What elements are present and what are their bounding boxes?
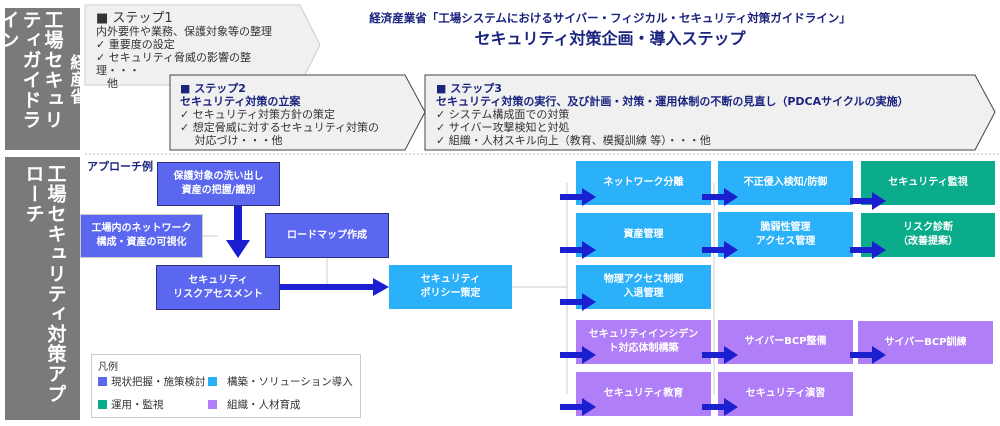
step3-shape: [424, 74, 996, 151]
step2-item: ✓ セキュリティ対策方針の策定: [180, 108, 336, 121]
step3-heading: セキュリティ対策の実行、及び計画・対策・運用体制の不断の見直し（PDCAサイクル…: [436, 95, 909, 108]
legend-swatch: [208, 400, 217, 409]
box-protect: 保護対象の洗い出し 資産の把握/識別: [157, 162, 280, 206]
box-asset-management: 資産管理: [576, 213, 711, 257]
guideline-org: 経産省: [67, 53, 87, 105]
guideline-title: 工場セキュリティガイドライン: [0, 10, 64, 130]
legend-item: 現状把握・施策検討: [98, 374, 206, 389]
box-risk-diagnosis: リスク診断 （改善提案）: [861, 213, 995, 257]
box-physical-access: 物理アクセス制御 入退管理: [576, 265, 711, 309]
step2: ■ ステップ2 セキュリティ対策の立案 ✓ セキュリティ対策方針の策定 ✓ 想定…: [172, 78, 407, 151]
step1-item: ✓ 重要度の設定: [96, 38, 175, 51]
step3-item: ✓ 組織・人材スキル向上（教育、模擬訓練 等）・・・他: [436, 134, 711, 147]
step2-shape: [169, 74, 426, 151]
arrow-down: [226, 205, 250, 258]
legend: 凡例 現状把握・施策検討 構築・ソリューション導入 運用・監視 組織・人材育成: [91, 354, 361, 418]
legend-item: 運用・監視: [98, 397, 164, 412]
box-monitoring: セキュリティ監視: [861, 161, 995, 205]
step1-shape: [84, 4, 321, 86]
legend-item: 構築・ソリューション導入: [208, 374, 353, 389]
arrows: [226, 205, 389, 296]
arrow-right: [280, 278, 389, 296]
box-ids: 不正侵入検知/防御: [718, 161, 853, 205]
box-vulnerability: 脆弱性管理 アクセス管理: [718, 212, 853, 257]
step3-label: ■ ステップ3: [436, 82, 502, 95]
step1-item: 他: [96, 77, 118, 90]
step2-label: ■ ステップ2: [180, 82, 246, 95]
legend-swatch: [208, 377, 217, 386]
approach-side-label: 工場セキュリティ対策アプローチ: [5, 157, 80, 420]
step1: ■ ステップ1 内外要件や業務、保護対象等の整理 ✓ 重要度の設定 ✓ セキュリ…: [88, 8, 303, 94]
step2-heading: セキュリティ対策の立案: [180, 95, 301, 108]
step2-item: 対応づけ・・・他: [180, 134, 283, 147]
step1-heading: 内外要件や業務、保護対象等の整理: [96, 25, 272, 38]
guideline-side-label: 工場セキュリティガイドライン 経産省: [0, 8, 87, 150]
box-risk-assessment: セキュリティ リスクアセスメント: [156, 265, 280, 310]
box-bcp-training: サイバーBCP訓練: [858, 321, 993, 364]
box-incident: セキュリティインシデン ト対応体制構築: [576, 320, 711, 364]
header-line1: 経済産業省「工場システムにおけるサイバー・フィジカル・セキュリティ対策ガイドライ…: [369, 11, 851, 25]
legend-title: 凡例: [98, 362, 118, 373]
header-line2: セキュリティ対策企画・導入ステップ: [474, 29, 746, 48]
step3-item: ✓ システム構成面での対策: [436, 108, 570, 121]
step1-label: ■ ステップ1: [96, 11, 173, 26]
box-network-visualization: 工場内のネットワーク 構成・資産の可視化: [80, 214, 203, 258]
legend-swatch: [98, 400, 107, 409]
box-education: セキュリティ教育: [576, 372, 711, 416]
approach-label: アプローチ例: [87, 160, 153, 173]
step1-item: ✓ セキュリティ脅威の影響の整理・・・: [96, 51, 252, 77]
box-exercise: セキュリティ演習: [718, 372, 853, 416]
step3-item: ✓ サイバー攻撃検知と対処: [436, 121, 570, 134]
box-bcp: サイバーBCP整備: [718, 320, 853, 364]
legend-swatch: [98, 377, 107, 386]
step2-item: ✓ 想定脅威に対するセキュリティ対策の: [180, 121, 380, 134]
step3: ■ ステップ3 セキュリティ対策の実行、及び計画・対策・運用体制の不断の見直し（…: [428, 78, 978, 151]
approach-title: 工場セキュリティ対策アプローチ: [22, 163, 67, 404]
box-roadmap: ロードマップ作成: [265, 213, 389, 258]
box-network-separation: ネットワーク分離: [576, 161, 711, 205]
legend-item: 組織・人材育成: [208, 397, 301, 412]
box-policy: セキュリティ ポリシー策定: [389, 265, 512, 309]
